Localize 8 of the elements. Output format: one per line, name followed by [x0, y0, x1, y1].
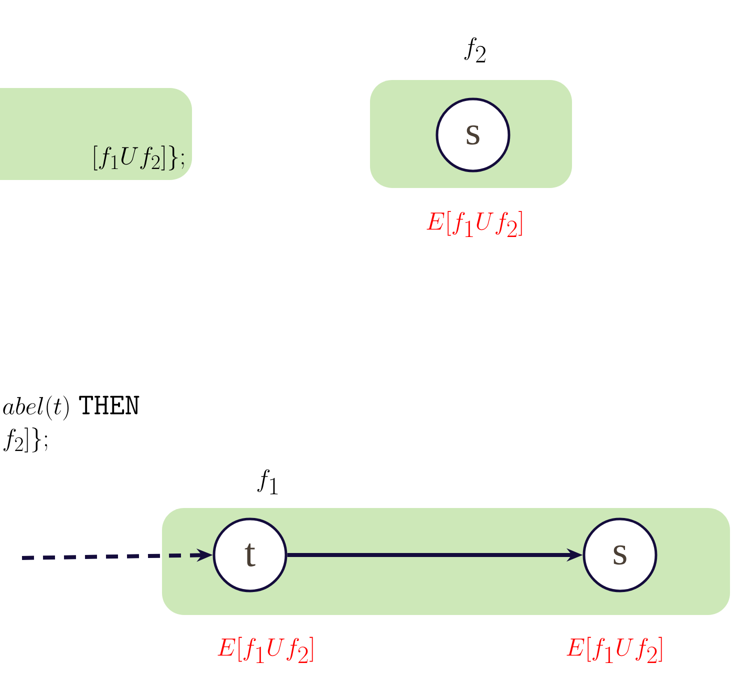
code-text: $f_2]\};$	[3, 428, 48, 452]
box-heading: $f_1$	[257, 469, 278, 494]
state-annotation: $E[f_1U f_2]$	[566, 636, 662, 664]
state-annotation: $E[f_1U f_2]$	[426, 210, 522, 238]
box-heading: $f_2$	[464, 37, 486, 62]
state-annotation: $E[f_1U f_2]$	[218, 636, 313, 664]
code-text: $abel(t)\ \texttt{THEN}$	[3, 396, 140, 420]
rounded-box: $[f_1U f_2]\};$	[0, 88, 192, 180]
